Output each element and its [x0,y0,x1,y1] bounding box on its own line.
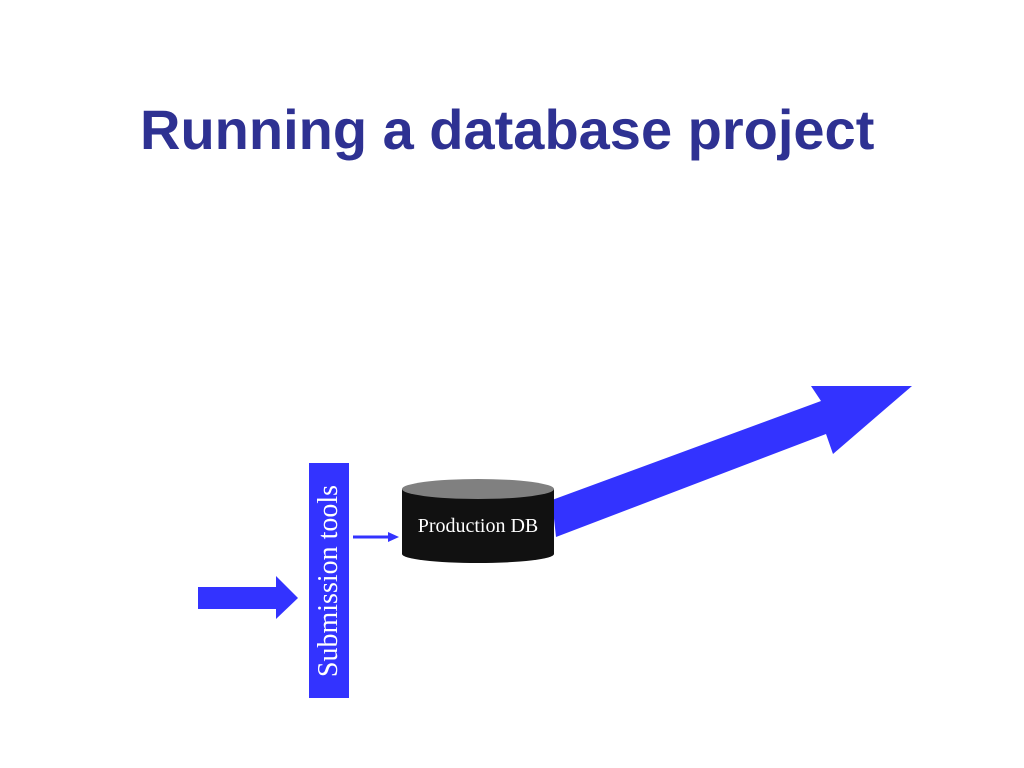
output-arrow [552,386,912,537]
submission-tools-label: Submission tools [313,484,344,677]
production-db-cylinder [402,479,554,563]
slide-title: Running a database project [140,98,875,161]
submission-to-db-arrow [353,532,399,542]
input-arrow [198,576,298,619]
production-db-label: Production DB [417,515,539,537]
submission-tools-box: Submission tools [309,463,349,698]
